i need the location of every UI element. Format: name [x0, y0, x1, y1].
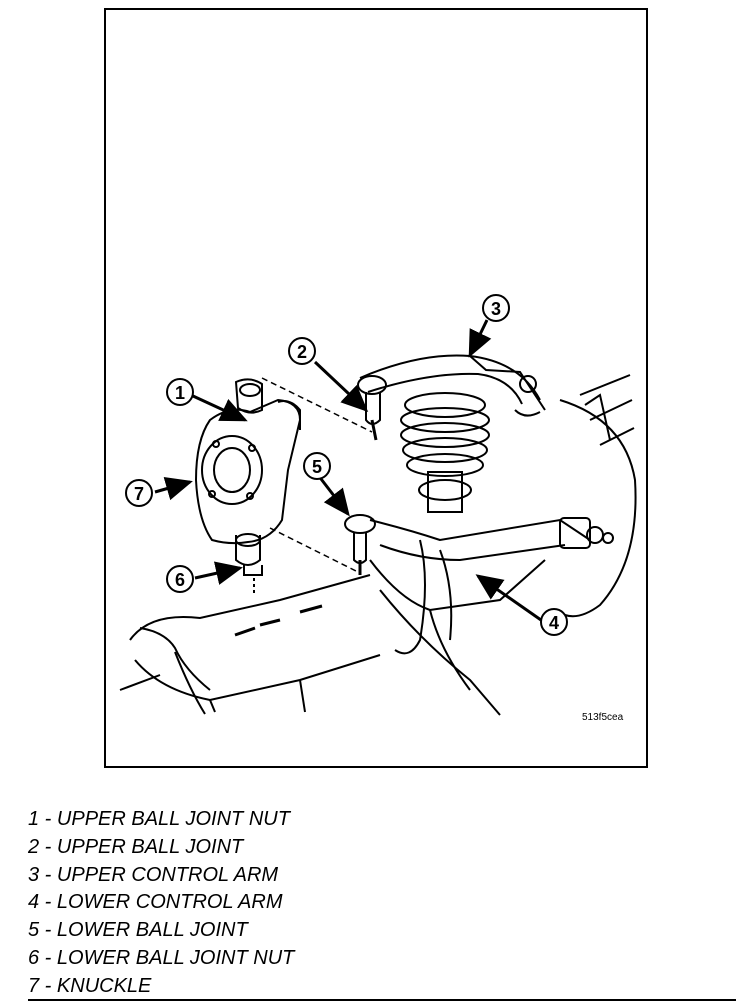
callout-number-2: 2 — [297, 342, 307, 362]
callout-number-7: 7 — [134, 484, 144, 504]
callout-number-4: 4 — [549, 613, 559, 633]
legend-item: 1 - UPPER BALL JOINT NUT — [28, 808, 290, 830]
callout-number-6: 6 — [175, 570, 185, 590]
callout-badges: 1 2 3 4 5 6 7 — [125, 294, 568, 636]
lower-control-arm — [369, 517, 614, 655]
callout-badge-5: 5 — [303, 452, 331, 480]
legend-item: 2 - UPPER BALL JOINT — [28, 835, 244, 858]
callout-badge-6: 6 — [166, 565, 194, 593]
callout-badge-1: 1 — [166, 378, 194, 406]
callout-arrows — [154, 319, 542, 622]
figure-code: 513f5cea — [582, 712, 624, 723]
callout-badge-2: 2 — [288, 337, 316, 365]
bottom-rule — [28, 999, 736, 1001]
suspension-illustration: 1 2 3 4 5 6 7 513f5cea — [119, 294, 637, 723]
legend-item: 4 - LOWER CONTROL ARM — [28, 891, 283, 914]
callout-number-3: 3 — [491, 299, 501, 319]
knuckle — [194, 378, 302, 595]
crossmember-frame — [119, 559, 546, 716]
brake-rotor-shield — [559, 374, 637, 618]
callout-badge-3: 3 — [482, 294, 510, 322]
illustration-frame — [104, 8, 648, 768]
legend-item: 5 - LOWER BALL JOINT — [28, 919, 248, 942]
legend-list: 1 - UPPER BALL JOINT NUT 2 - UPPER BALL … — [28, 806, 294, 1001]
lower-ball-joint — [344, 514, 376, 575]
legend-item: 7 - KNUCKLE — [28, 974, 152, 997]
callout-number-1: 1 — [175, 383, 185, 403]
upper-control-arm — [359, 354, 546, 417]
legend-item: 3 - UPPER CONTROL ARM — [28, 863, 279, 886]
callout-number-5: 5 — [312, 457, 322, 477]
legend-item: 6 - LOWER BALL JOINT NUT — [28, 946, 295, 969]
dashed-guide-lines — [261, 377, 373, 573]
coil-spring — [400, 392, 490, 513]
callout-badge-7: 7 — [125, 479, 153, 507]
callout-badge-4: 4 — [540, 608, 568, 636]
